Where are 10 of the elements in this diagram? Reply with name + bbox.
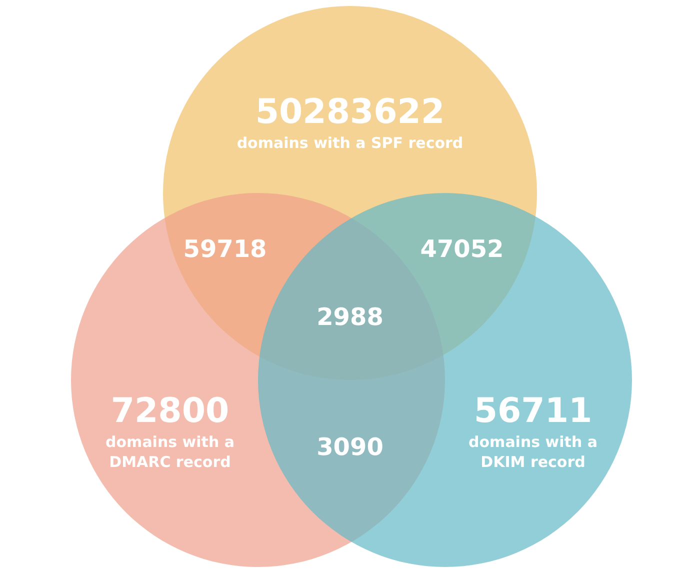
overlap-count: 47052 bbox=[419, 235, 505, 263]
count-value: 72800 bbox=[110, 392, 230, 430]
count-value: 50283622 bbox=[254, 93, 446, 131]
circle-caption: domains with a DKIM record bbox=[468, 432, 598, 472]
count-value: 56711 bbox=[472, 392, 594, 430]
circle-caption: domains with a DMARC record bbox=[104, 432, 236, 472]
overlap-count: 59718 bbox=[182, 235, 268, 263]
circle-caption: domains with a SPF record bbox=[236, 133, 464, 153]
overlap-count: 3090 bbox=[316, 433, 384, 461]
overlap-count: 2988 bbox=[316, 303, 384, 331]
